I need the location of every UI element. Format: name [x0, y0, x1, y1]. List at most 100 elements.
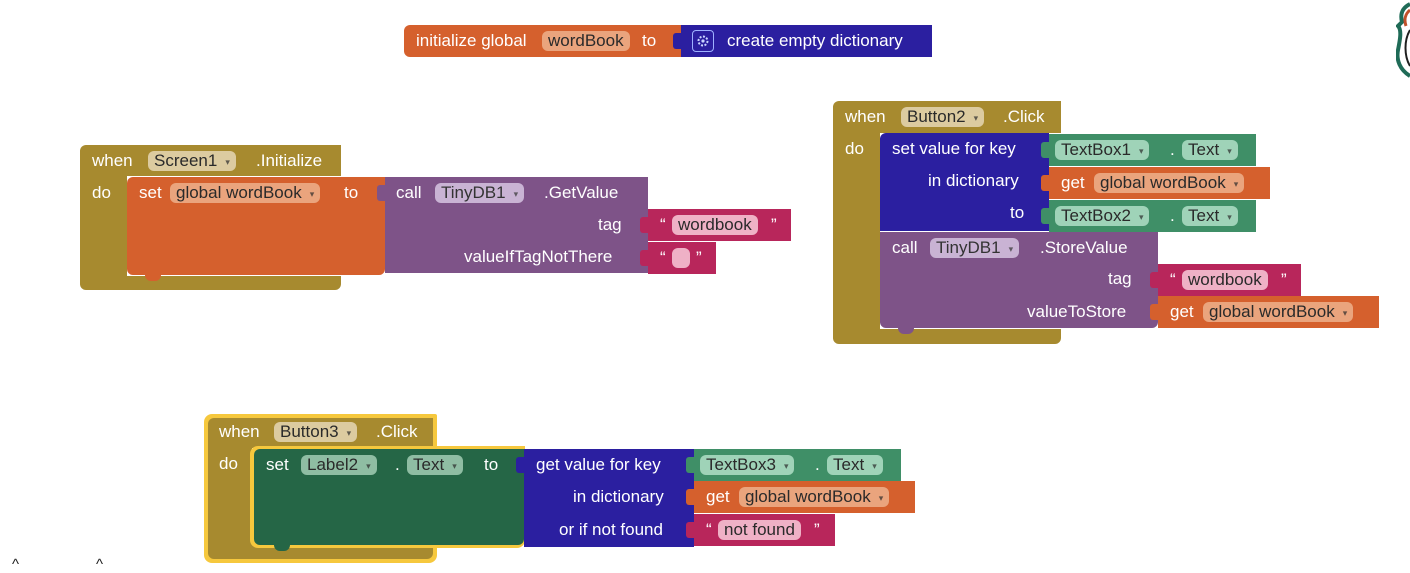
textbox1-text-block[interactable]: TextBox1▾ . Text▾ — [1041, 134, 1256, 166]
set-label: set — [266, 455, 289, 474]
text-property-dropdown[interactable]: Text▾ — [827, 455, 883, 475]
button3-component-dropdown[interactable]: Button3▾ — [274, 422, 358, 442]
get-global-wordbook-block[interactable]: get global wordBook▾ — [686, 481, 915, 513]
quote-open: “ — [660, 215, 666, 234]
storevalue-method-label: .StoreValue — [1040, 238, 1128, 257]
get-label: get — [706, 487, 730, 506]
call-label: call — [396, 183, 422, 202]
label2-component-dropdown[interactable]: Label2▾ — [301, 455, 377, 475]
textbox2-component-dropdown[interactable]: TextBox2▾ — [1055, 206, 1150, 226]
property-dot: . — [1170, 206, 1175, 225]
initialize-global-label: initialize global — [416, 31, 527, 50]
chevron-down-icon: ▾ — [1233, 178, 1239, 189]
quote-close: ” — [771, 215, 777, 234]
global-variable-dropdown[interactable]: global wordBook▾ — [170, 183, 321, 203]
call-label: call — [892, 238, 918, 257]
get-global-wordbook-block[interactable]: get global wordBook▾ — [1041, 167, 1270, 199]
tag-text-block[interactable]: “ wordbook ” — [640, 209, 791, 241]
textbox3-text-block[interactable]: TextBox3▾ . Text▾ — [686, 449, 901, 481]
chevron-down-icon: ▾ — [1227, 211, 1232, 222]
button3-click-event-block[interactable]: when Button3▾ .Click do set Label2▾ . Te… — [204, 414, 916, 564]
quote-close: ” — [1281, 270, 1287, 289]
property-dot: . — [395, 455, 400, 474]
tinydb-component-dropdown[interactable]: TinyDB1▾ — [930, 238, 1020, 258]
chevron-down-icon: ▾ — [309, 188, 315, 199]
in-dictionary-label: in dictionary — [928, 171, 1019, 190]
chevron-down-icon: ▾ — [872, 460, 877, 471]
chevron-down-icon: ▾ — [366, 460, 371, 471]
textbox2-text-block[interactable]: TextBox2▾ . Text▾ — [1041, 200, 1256, 232]
chevron-down-icon: ▾ — [225, 156, 230, 167]
global-variable-name-field[interactable]: wordBook — [542, 31, 630, 51]
quote-close: ” — [814, 520, 820, 539]
textbox1-component-dropdown[interactable]: TextBox1▾ — [1055, 140, 1150, 160]
do-label: do — [845, 139, 864, 158]
text-property-dropdown[interactable]: Text▾ — [407, 455, 463, 475]
create-empty-dictionary-block[interactable]: create empty dictionary — [673, 25, 932, 57]
chevron-down-icon: ▾ — [1138, 145, 1144, 156]
quote-open: “ — [1170, 270, 1176, 289]
not-found-text-field[interactable]: not found — [718, 520, 801, 540]
set-label2-text-block[interactable] — [254, 449, 524, 551]
create-empty-dictionary-label: create empty dictionary — [727, 31, 903, 50]
set-to-label: to — [484, 455, 499, 474]
scroll-up-caret-left[interactable]: ^ — [12, 556, 20, 573]
set-value-for-key-block[interactable] — [880, 133, 1049, 231]
button2-component-dropdown[interactable]: Button2▾ — [901, 107, 985, 127]
screen1-component-dropdown[interactable]: Screen1▾ — [148, 151, 236, 171]
value-if-tag-not-there-label: valueIfTagNotThere — [464, 247, 613, 266]
getvalue-method-label: .GetValue — [544, 183, 619, 202]
chevron-down-icon: ▾ — [452, 460, 457, 471]
tag-socket-label: tag — [1108, 269, 1132, 288]
do-label: do — [219, 454, 238, 473]
button2-click-event-block[interactable]: when Button2▾ .Click do set value for ke… — [833, 101, 1379, 345]
chevron-down-icon: ▾ — [783, 460, 789, 471]
empty-text-block[interactable]: “ ” — [640, 242, 716, 274]
chevron-down-icon: ▾ — [973, 112, 979, 123]
tag-text-block[interactable]: “ wordbook ” — [1150, 264, 1301, 296]
chevron-down-icon: ▾ — [346, 427, 352, 438]
when-label: when — [845, 107, 886, 126]
scroll-up-caret-right[interactable]: ^ — [96, 556, 104, 573]
quote-open: “ — [660, 248, 666, 267]
initialize-event-label: .Initialize — [256, 151, 323, 170]
chevron-down-icon: ▾ — [878, 492, 884, 503]
textbox3-component-dropdown[interactable]: TextBox3▾ — [700, 455, 795, 475]
quote-open: “ — [706, 520, 712, 539]
set-to-label: to — [344, 183, 359, 202]
get-value-for-key-block[interactable] — [516, 449, 694, 547]
get-label: get — [1061, 173, 1085, 192]
global-variable-block[interactable]: initialize global wordBook to create emp… — [404, 25, 932, 57]
initialize-to-label: to — [642, 31, 657, 50]
tag-text-field[interactable]: wordbook — [1182, 270, 1268, 290]
click-event-label: .Click — [1003, 107, 1045, 126]
when-label: when — [92, 151, 133, 170]
not-found-text-block[interactable]: “ not found ” — [686, 514, 835, 546]
chevron-down-icon: ▾ — [1342, 307, 1348, 318]
value-to-store-label: valueToStore — [1027, 302, 1127, 321]
get-global-wordbook-block[interactable]: get global wordBook▾ — [1150, 296, 1379, 328]
do-label: do — [92, 183, 111, 202]
chevron-down-icon: ▾ — [1138, 211, 1144, 222]
when-label: when — [219, 422, 260, 441]
text-property-dropdown[interactable]: Text▾ — [1182, 140, 1238, 160]
chevron-down-icon: ▾ — [1227, 145, 1232, 156]
or-if-not-found-label: or if not found — [559, 520, 663, 539]
tag-text-field[interactable]: wordbook — [672, 215, 758, 235]
property-dot: . — [815, 455, 820, 474]
get-value-for-key-label: get value for key — [536, 455, 661, 474]
trash-can-icon[interactable] — [1395, 0, 1410, 78]
chevron-down-icon: ▾ — [513, 188, 519, 199]
text-property-dropdown[interactable]: Text▾ — [1182, 206, 1238, 226]
get-label: get — [1170, 302, 1194, 321]
global-variable-dropdown[interactable]: global wordBook▾ — [1094, 173, 1245, 193]
tinydb-component-dropdown[interactable]: TinyDB1▾ — [435, 183, 525, 203]
property-dot: . — [1170, 140, 1175, 159]
chevron-down-icon: ▾ — [1008, 243, 1014, 254]
click-event-label: .Click — [376, 422, 418, 441]
empty-text-field[interactable] — [672, 248, 690, 268]
screen1-initialize-event-block[interactable]: when Screen1▾ .Initialize do set global … — [80, 145, 792, 291]
global-variable-dropdown[interactable]: global wordBook▾ — [1203, 302, 1354, 322]
global-variable-dropdown[interactable]: global wordBook▾ — [739, 487, 890, 507]
dictionary-gear-icon[interactable] — [692, 30, 714, 52]
